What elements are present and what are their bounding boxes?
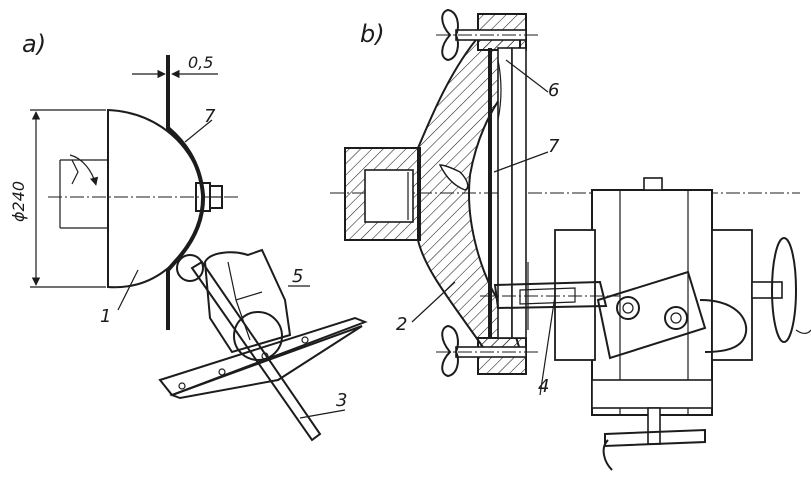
leader-3 bbox=[299, 409, 346, 419]
plate-hole-4 bbox=[301, 336, 309, 344]
leader-2 bbox=[411, 281, 456, 323]
label-7b: 7 bbox=[548, 136, 560, 157]
leader-6 bbox=[505, 59, 549, 93]
bottom-adjust-screw bbox=[647, 407, 661, 445]
link-rod-slot bbox=[519, 287, 576, 305]
bracket-hub bbox=[233, 311, 283, 361]
hemisphere-part bbox=[107, 108, 204, 289]
clamp-bolt-left-core bbox=[622, 302, 634, 314]
link-rod bbox=[493, 280, 608, 310]
handwheel-crank bbox=[795, 329, 811, 334]
leader-4 bbox=[539, 295, 556, 396]
label-4: 4 bbox=[538, 376, 549, 397]
plate-hole-2 bbox=[218, 368, 226, 376]
plate-lower-face bbox=[169, 325, 363, 400]
leader-7b bbox=[493, 151, 549, 173]
bottom-wing-nut bbox=[441, 324, 459, 378]
label-7a: 7 bbox=[204, 106, 216, 127]
frame-bar-outer bbox=[511, 47, 527, 339]
tilted-plate bbox=[158, 316, 368, 397]
clamp-bolt-left bbox=[616, 296, 640, 320]
vise-base bbox=[591, 379, 713, 409]
figure-b-tag: b) bbox=[360, 20, 385, 48]
frame-bar-inner bbox=[497, 47, 513, 339]
bottom-handle-grip bbox=[602, 439, 613, 471]
plate-hole-1 bbox=[178, 382, 186, 390]
clamp-bolt-right-core bbox=[670, 312, 682, 324]
hub-bore bbox=[364, 169, 414, 223]
bottom-handle-bar bbox=[604, 428, 706, 448]
figure-a: a) ϕ240 0,5 7 1 bbox=[9, 30, 368, 442]
vise-right-jaw bbox=[711, 229, 753, 361]
label-3: 3 bbox=[336, 390, 347, 411]
clamp-plate bbox=[596, 270, 707, 360]
lever-eye bbox=[176, 254, 204, 282]
handwheel bbox=[771, 237, 797, 343]
leader-1 bbox=[117, 269, 139, 311]
top-wing-nut bbox=[441, 8, 459, 62]
label-2: 2 bbox=[396, 314, 407, 335]
vise-top-bolt bbox=[643, 177, 663, 191]
label-6: 6 bbox=[548, 80, 559, 101]
clamp-bolt-right bbox=[664, 306, 688, 330]
fixture-bracket bbox=[203, 248, 292, 354]
figure-b: b) 6 7 2 bbox=[330, 8, 811, 471]
figure-a-tag: a) bbox=[22, 30, 46, 58]
housing-body bbox=[417, 34, 522, 351]
label-5: 5 bbox=[292, 266, 303, 287]
diameter-dimension-text: ϕ240 bbox=[9, 181, 28, 222]
handwheel-shaft bbox=[751, 281, 783, 299]
membrane-sheet bbox=[166, 55, 206, 330]
seal-curve bbox=[497, 59, 502, 121]
clamp-loop bbox=[699, 299, 748, 353]
gap-dimension-text: 0,5 bbox=[188, 53, 213, 72]
break-line bbox=[71, 159, 79, 185]
label-1: 1 bbox=[100, 306, 111, 327]
housing-cavity bbox=[438, 164, 469, 191]
rotation-arrow bbox=[69, 154, 99, 186]
shaft-stub bbox=[59, 159, 108, 229]
leader-7a bbox=[184, 119, 213, 143]
lever-handle bbox=[190, 260, 322, 442]
